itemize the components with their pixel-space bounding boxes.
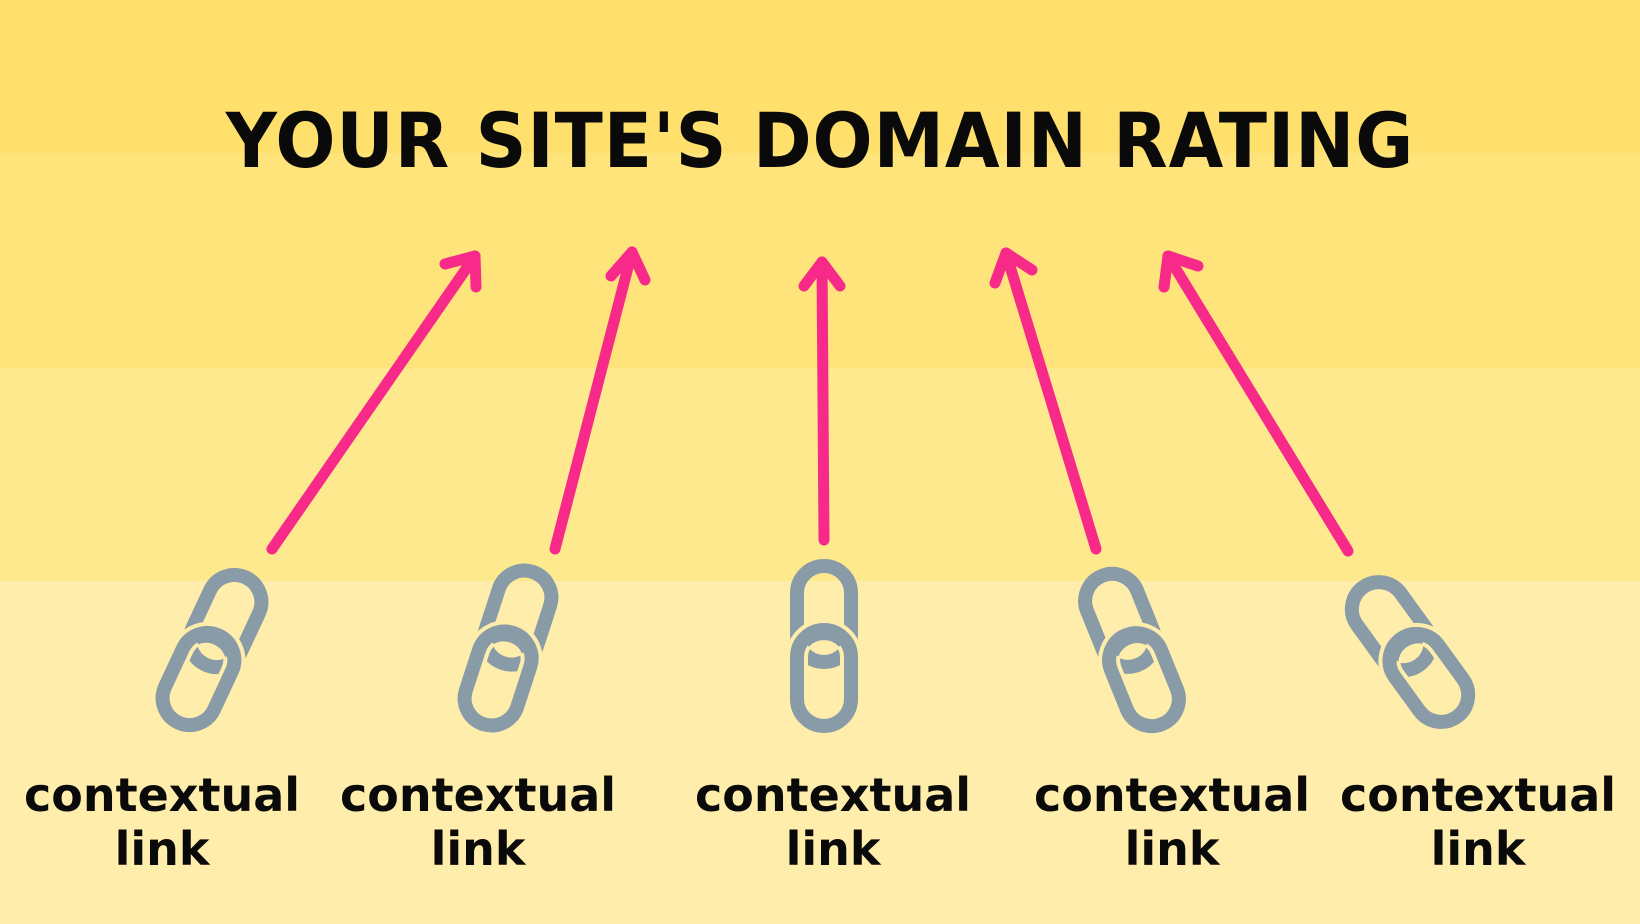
link-label-line1: contextual [23, 768, 301, 822]
link-label-5: contextual link [1328, 768, 1628, 876]
link-label-3: contextual link [683, 768, 983, 876]
link-label-line1: contextual [1033, 768, 1311, 822]
arrow-5 [1158, 250, 1354, 557]
arrow-4 [989, 247, 1102, 555]
diagram-title: YOUR SITE'S DOMAIN RATING [225, 96, 1415, 185]
chain-link-icon [453, 563, 559, 737]
chain-link-icon [151, 567, 269, 737]
arrow-3 [798, 256, 846, 546]
link-label-line1: contextual [1339, 768, 1617, 822]
link-label-line1: contextual [694, 768, 972, 822]
background-band-1 [0, 0, 1640, 153]
arrow-2 [549, 246, 651, 555]
link-label-4: contextual link [1022, 768, 1322, 876]
link-label-line2: link [1124, 822, 1220, 876]
link-label-line2: link [114, 822, 210, 876]
link-label-1: contextual link [12, 768, 312, 876]
link-label-line2: link [430, 822, 526, 876]
chain-link-icon [1344, 575, 1480, 733]
arrow-1 [266, 250, 482, 555]
chain-link-icon [786, 559, 862, 736]
link-label-line1: contextual [339, 768, 617, 822]
link-label-2: contextual link [328, 768, 628, 876]
link-label-line2: link [1430, 822, 1526, 876]
link-label-line2: link [785, 822, 881, 876]
chain-link-icon [1078, 566, 1190, 738]
